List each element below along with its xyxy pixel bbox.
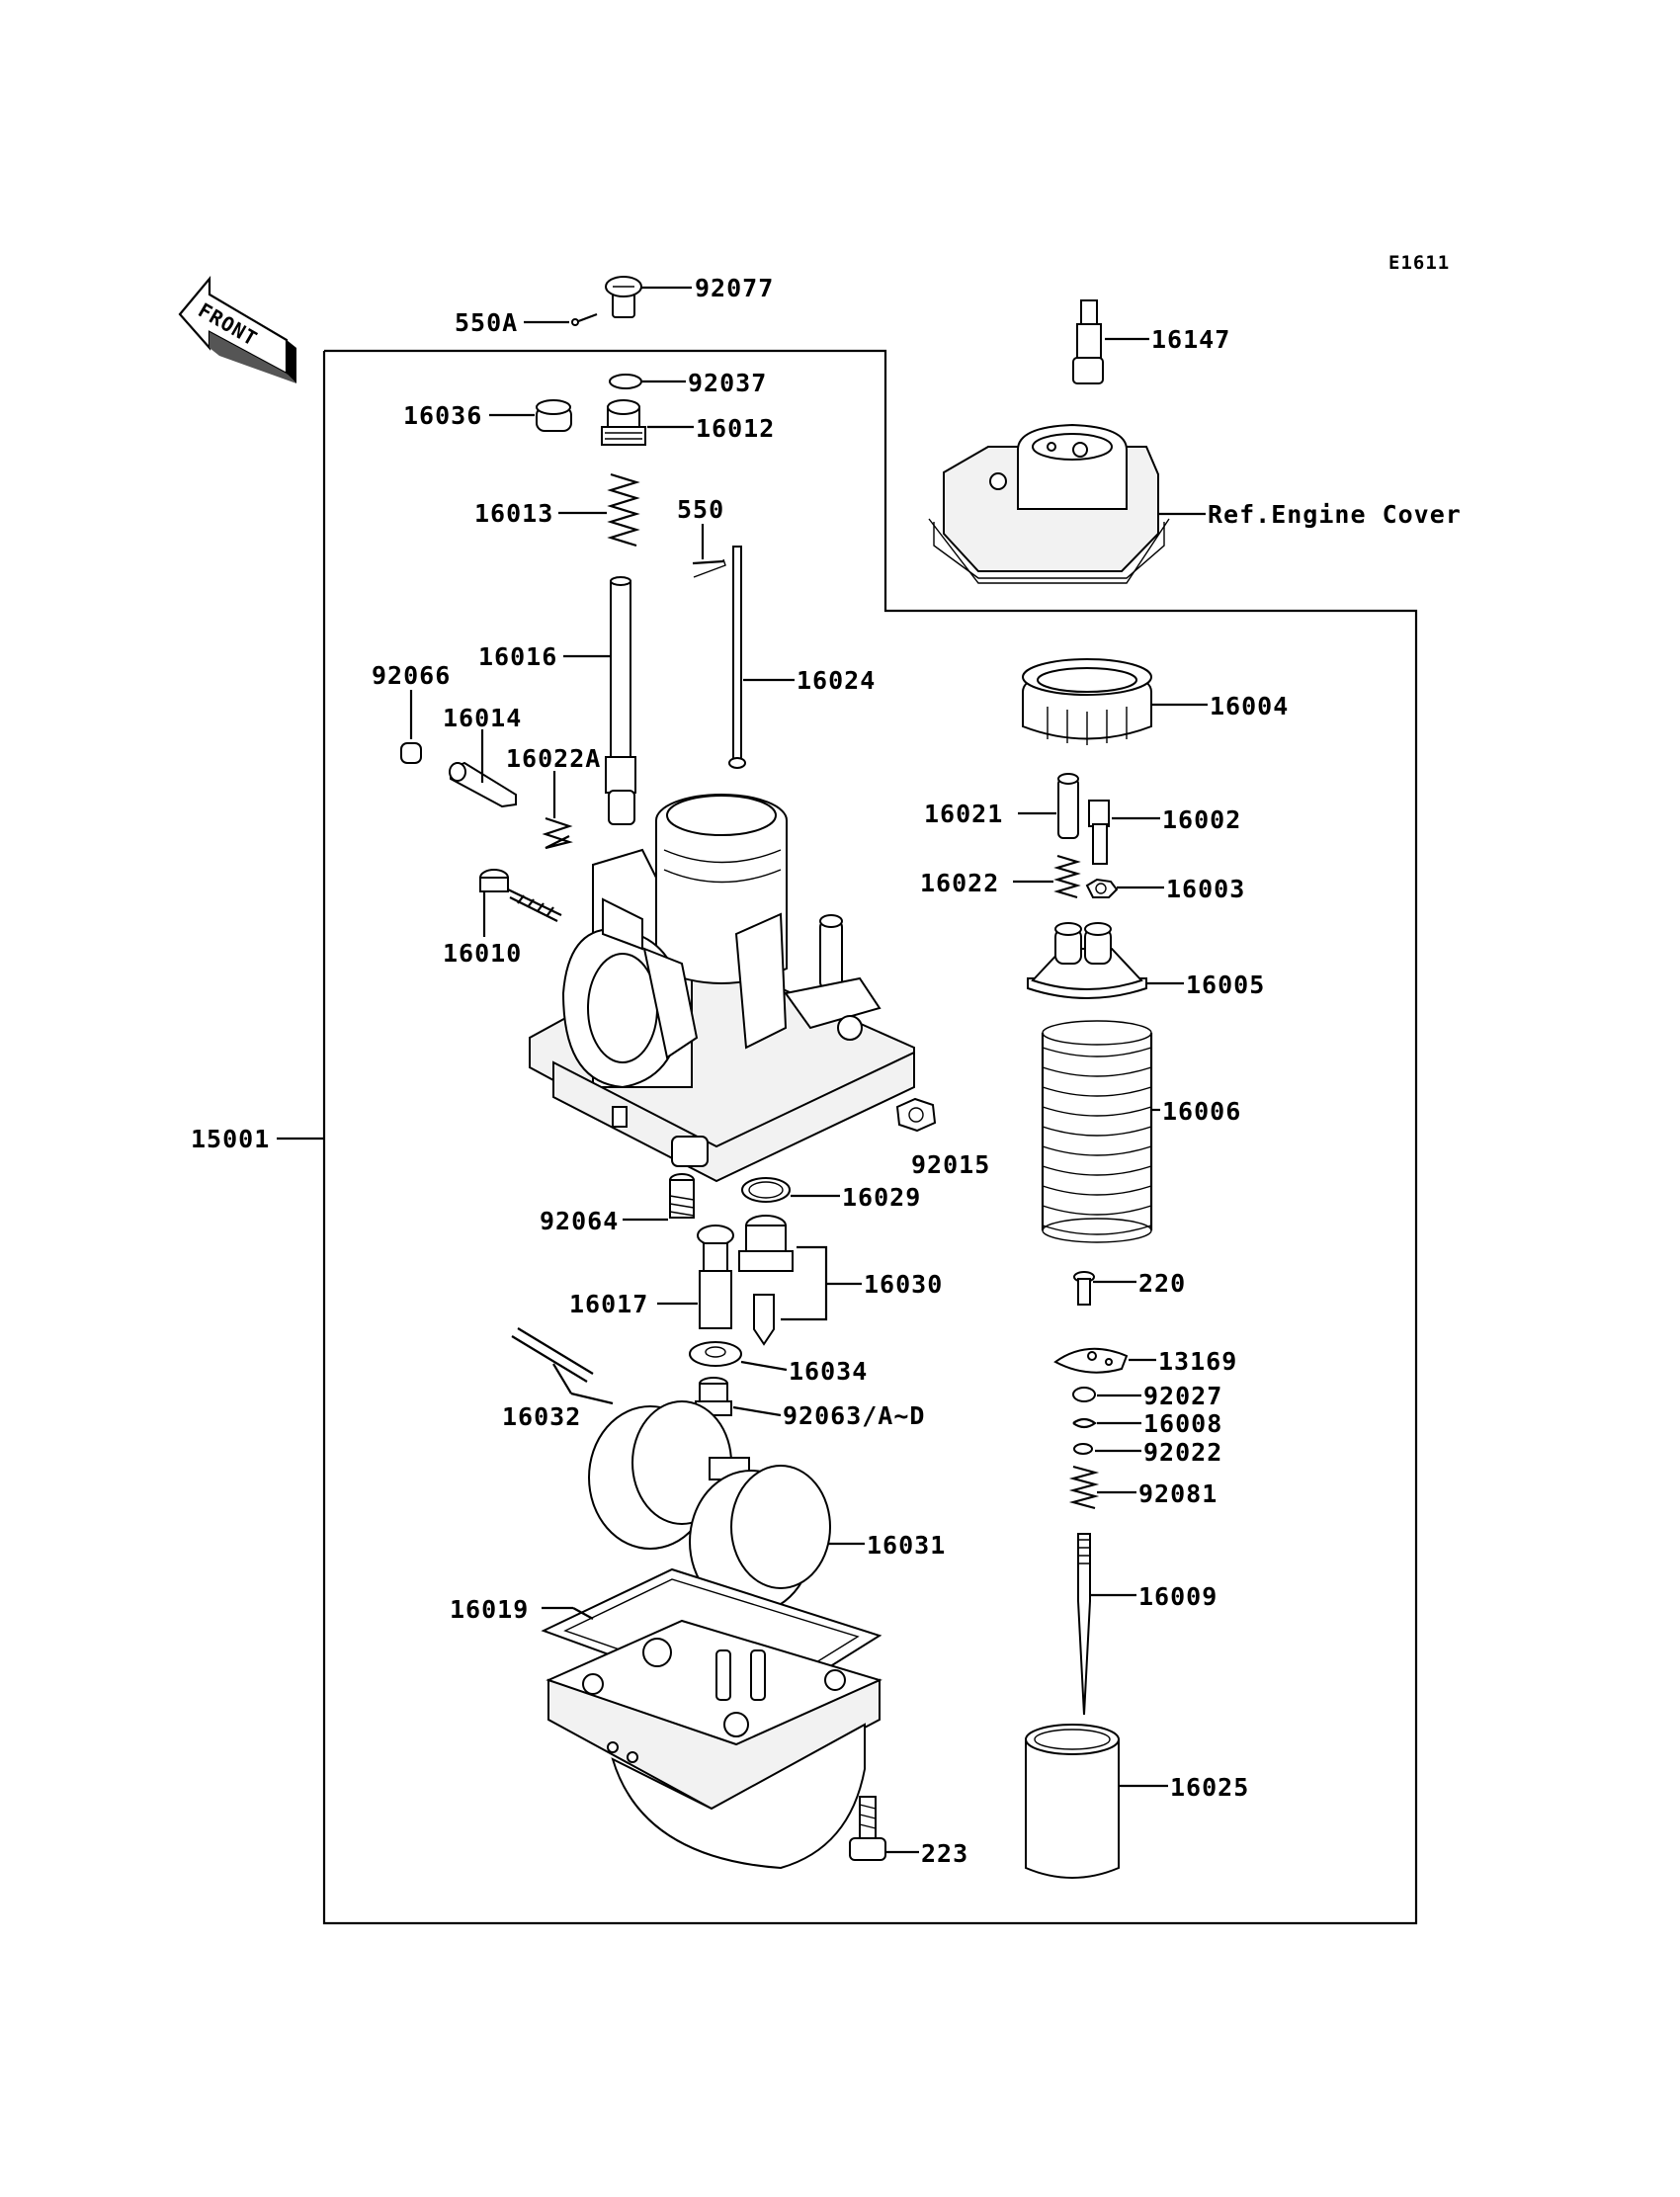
label-16014: 16014	[443, 704, 522, 732]
label-92066: 92066	[372, 661, 451, 690]
part-16013	[558, 472, 640, 548]
label-16004: 16004	[1210, 692, 1289, 720]
label-550A: 550A	[455, 308, 518, 337]
part-16019	[541, 1567, 882, 1870]
label-16019: 16019	[450, 1595, 529, 1624]
part-92015	[895, 1097, 937, 1133]
label-16025: 16025	[1170, 1773, 1249, 1802]
label-223: 223	[921, 1839, 968, 1868]
label-16032: 16032	[502, 1402, 581, 1431]
part-16010	[479, 869, 562, 937]
part-16006	[1041, 1020, 1160, 1243]
label-16017: 16017	[569, 1290, 648, 1318]
part-92037	[609, 374, 686, 389]
label-16022: 16022	[920, 869, 999, 897]
label-92063: 92063/A~D	[783, 1401, 925, 1430]
part-92081	[1068, 1465, 1136, 1510]
diagram-code: E1611	[1388, 252, 1450, 274]
label-92081: 92081	[1138, 1479, 1218, 1508]
part-16034	[689, 1341, 788, 1372]
label-16022A: 16022A	[506, 744, 601, 773]
label-16008: 16008	[1143, 1409, 1222, 1438]
part-16004	[1022, 658, 1208, 745]
part-16022	[1013, 854, 1081, 899]
part-92027	[1072, 1387, 1141, 1402]
label-16021: 16021	[924, 800, 1003, 828]
part-16025	[1025, 1724, 1168, 1879]
label-220: 220	[1138, 1269, 1186, 1298]
label-16012: 16012	[696, 414, 775, 443]
part-220	[1073, 1271, 1136, 1306]
part-carburetor-body	[529, 794, 915, 1183]
label-16030: 16030	[864, 1270, 943, 1299]
label-550: 550	[677, 495, 724, 524]
assembly-boundary	[322, 349, 1418, 1925]
part-16147	[1072, 299, 1149, 384]
label-16147: 16147	[1151, 325, 1230, 354]
part-16009	[1077, 1533, 1136, 1716]
part-16024	[728, 546, 795, 769]
part-16003	[1085, 878, 1164, 898]
label-16002: 16002	[1162, 805, 1241, 834]
label-16029: 16029	[842, 1183, 921, 1212]
part-engine-cover	[928, 423, 1206, 584]
part-16031	[588, 1400, 865, 1614]
label-92077: 92077	[695, 274, 774, 302]
label-16005: 16005	[1186, 971, 1265, 999]
front-arrow-icon: FRONT	[178, 275, 296, 383]
label-16036: 16036	[403, 401, 482, 430]
label-16009: 16009	[1138, 1582, 1218, 1611]
part-16017	[657, 1225, 734, 1329]
label-92037: 92037	[688, 369, 767, 397]
part-92063	[695, 1377, 782, 1417]
part-16032	[511, 1327, 614, 1405]
part-13169	[1053, 1347, 1156, 1374]
label-92022: 92022	[1143, 1438, 1222, 1467]
part-16005	[1027, 922, 1184, 999]
part-223	[849, 1796, 919, 1861]
part-16021	[1018, 773, 1079, 839]
part-16008	[1072, 1417, 1141, 1429]
part-92066	[400, 690, 422, 764]
part-92022	[1073, 1443, 1141, 1455]
label-13169: 13169	[1158, 1347, 1237, 1376]
part-16016	[563, 576, 636, 825]
label-92015: 92015	[911, 1150, 990, 1179]
label-16024: 16024	[797, 666, 876, 695]
label-16010: 16010	[443, 939, 522, 968]
part-16002	[1088, 800, 1160, 865]
label-16003: 16003	[1166, 875, 1245, 903]
part-92064	[623, 1173, 695, 1222]
label-16031: 16031	[867, 1531, 946, 1560]
label-16016: 16016	[478, 642, 557, 671]
part-16012	[601, 399, 694, 446]
label-16034: 16034	[789, 1357, 868, 1386]
part-16030	[738, 1215, 862, 1346]
part-550A	[524, 312, 598, 326]
part-16029	[741, 1177, 840, 1203]
label-92064: 92064	[540, 1207, 619, 1235]
part-16022A	[542, 771, 573, 850]
part-550	[692, 524, 726, 578]
label-ref-engine-cover: Ref.Engine Cover	[1208, 500, 1462, 529]
label-16006: 16006	[1162, 1097, 1241, 1126]
part-16014	[449, 729, 517, 808]
label-15001: 15001	[191, 1125, 270, 1153]
label-16013: 16013	[474, 499, 553, 528]
label-92027: 92027	[1143, 1382, 1222, 1410]
part-16036	[489, 399, 572, 432]
part-92077	[605, 276, 692, 318]
